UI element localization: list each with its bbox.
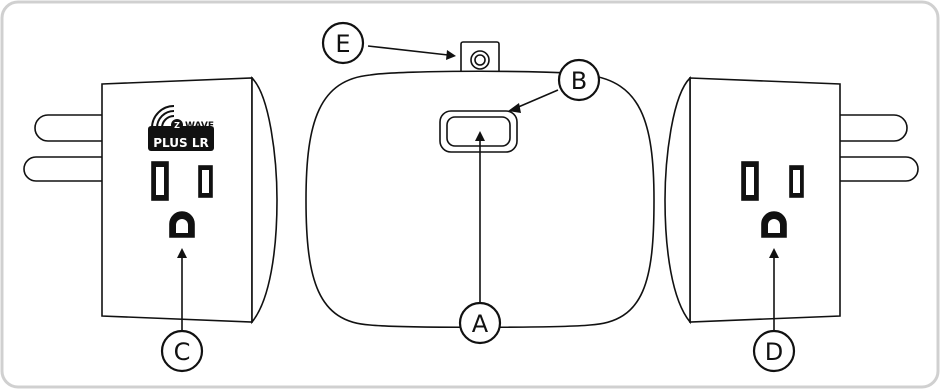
- right-outlet-slot-left-inner: [746, 167, 754, 195]
- zwave-mark-circle: [171, 119, 183, 131]
- zwave-badge-box: [148, 126, 214, 151]
- zwave-mark: Z: [174, 121, 180, 130]
- right-plug-cap: [664, 76, 691, 325]
- callout-b-arrowhead: [508, 103, 521, 113]
- hub-button-inner: [446, 116, 511, 147]
- zwave-signal-arc-1: [151, 105, 175, 129]
- right-plug-prong-bottom: [838, 156, 919, 182]
- left-outlet-slot-right-inner: [202, 170, 209, 193]
- callout-d-circle: [752, 329, 796, 373]
- callout-c-arrowhead: [177, 248, 187, 258]
- left-plug-body: [101, 77, 253, 323]
- callout-b-circle: [557, 58, 601, 102]
- left-plug-cap: [251, 76, 278, 325]
- hub-port-hole: [474, 54, 486, 66]
- right-plug-body: [689, 77, 841, 323]
- callout-d-arrowhead: [769, 248, 779, 258]
- zwave-tagline: PLUS LR: [153, 136, 208, 150]
- left-outlet-ground-inner: [176, 219, 188, 233]
- callout-e-label: E: [335, 30, 350, 58]
- left-plug-prong-bottom: [23, 156, 104, 182]
- callout-a-label: A: [472, 310, 489, 338]
- callout-b-label: B: [571, 67, 587, 95]
- right-outlet-slot-right-inner: [793, 170, 800, 193]
- callout-e-circle: [321, 21, 365, 65]
- zwave-badge: Z WAVE PLUS LR: [148, 105, 214, 151]
- callout-c-circle: [160, 329, 204, 373]
- callout-a-circle: [458, 301, 502, 345]
- right-plug-prong-top: [838, 114, 908, 142]
- callout-e-arrowhead: [446, 50, 456, 60]
- right-outlet-ground-inner: [768, 219, 780, 233]
- callout-c-label: C: [174, 338, 191, 366]
- left-plug: [23, 76, 278, 325]
- callout-a-arrowhead: [475, 131, 485, 141]
- right-plug: [664, 76, 919, 325]
- left-plug-prong-top: [34, 114, 104, 142]
- zwave-brand: WAVE: [185, 121, 214, 131]
- left-outlet-slot-left-inner: [156, 167, 164, 195]
- callout-d-label: D: [765, 338, 783, 366]
- callout-e-line: [367, 45, 449, 56]
- zwave-signal-arc-3: [161, 115, 175, 129]
- zwave-signal-arc-2: [156, 110, 175, 129]
- callout-b-line: [515, 89, 559, 109]
